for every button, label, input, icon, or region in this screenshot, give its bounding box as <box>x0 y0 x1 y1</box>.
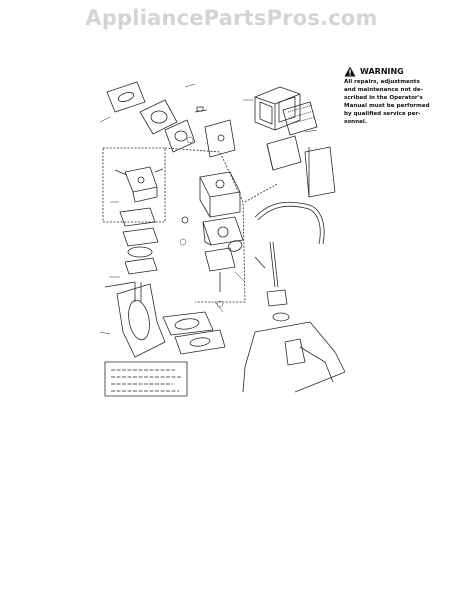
carburetor-left-detail <box>114 166 164 203</box>
mesh-screen <box>282 101 318 136</box>
assembly-boundary <box>102 147 278 303</box>
air-filter-cover <box>139 99 196 153</box>
warning-title: WARNING <box>360 66 404 76</box>
filter-element <box>194 106 236 158</box>
fuel-line <box>254 201 325 245</box>
gasket-plate-top <box>106 81 146 113</box>
filter-pad <box>266 135 336 198</box>
callout-markers <box>179 136 224 308</box>
warning-triangle-icon <box>344 66 356 76</box>
warning-line: scribed in the Operator's <box>344 95 423 101</box>
warning-text: All repairs, adjustments and maintenance… <box>344 78 459 126</box>
exhaust-gasket <box>162 311 226 355</box>
warning-line: All repairs, adjustments <box>344 79 420 85</box>
o-ring <box>227 240 243 252</box>
carburetor-body <box>181 171 244 292</box>
gasket-stack <box>119 207 159 302</box>
housing-box <box>254 86 301 131</box>
muffler-housing <box>104 281 166 358</box>
leader-lines <box>99 83 318 335</box>
rod-assembly <box>254 241 290 322</box>
label-sticker <box>104 361 188 397</box>
warning-line: by qualified service per- <box>344 111 421 117</box>
watermark: AppliancePartsPros.com <box>85 6 378 30</box>
warning-line: and maintenance not de- <box>344 87 424 93</box>
exploded-parts-diagram <box>99 81 345 397</box>
warning-line: Manual must be performed <box>344 103 430 109</box>
warning-line: sonnel. <box>344 119 367 125</box>
engine-block <box>242 321 345 393</box>
warning-box: WARNING All repairs, adjustments and mai… <box>344 65 459 126</box>
